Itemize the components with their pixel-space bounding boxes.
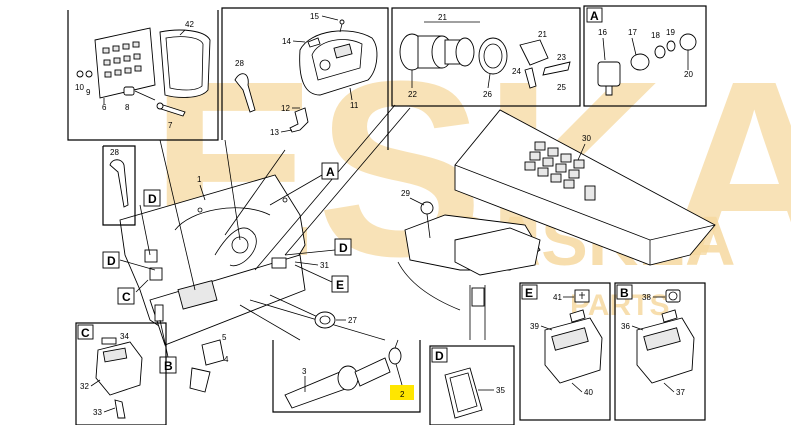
callout-27: 27 — [348, 316, 357, 325]
highlight-callout-2[interactable] — [390, 385, 414, 400]
callout-23: 23 — [557, 53, 566, 62]
callout-34: 34 — [120, 332, 129, 341]
ref-box-C — [117, 287, 135, 305]
detail-switch-panel: 42 6 10 9 8 7 — [67, 10, 219, 141]
callout-25: 25 — [557, 83, 566, 92]
callout-41: 41 — [553, 293, 562, 302]
joystick-seat: 29 — [397, 189, 541, 340]
callout-7: 7 — [168, 121, 173, 130]
box-label-A-detail: A — [590, 9, 599, 23]
box-label-E-ref: E — [336, 278, 344, 292]
box-label-D-detail: D — [435, 349, 444, 363]
ref-box-A — [321, 162, 339, 180]
detail-A-ignition: A 16 17 18 19 20 — [583, 5, 707, 107]
box-label-D-ref1: D — [148, 192, 157, 206]
callout-8: 8 — [125, 103, 130, 112]
callout-18: 18 — [651, 31, 660, 40]
callout-13: 13 — [270, 128, 279, 137]
box-label-E-detail: E — [525, 286, 533, 300]
callout-28a: 28 — [235, 59, 244, 68]
callout-20: 20 — [684, 70, 693, 79]
callout-12: 12 — [281, 104, 290, 113]
box-label-B-ref: B — [164, 359, 173, 373]
box-label-C-ref: C — [122, 290, 131, 304]
box-label-D-ref3: D — [339, 241, 348, 255]
callout-17: 17 — [628, 28, 637, 37]
callout-4: 4 — [224, 355, 229, 364]
detail-B-switch: B 38 36 37 — [614, 282, 706, 421]
parking-icon-38 — [665, 289, 681, 303]
callout-40: 40 — [584, 388, 593, 397]
right-console: 30 — [454, 109, 716, 266]
panel-references: D D C B A D E 1 31 28 27 5 4 — [102, 145, 357, 393]
leader-lines — [119, 104, 411, 358]
callout-38: 38 — [642, 293, 651, 302]
callout-26: 26 — [483, 90, 492, 99]
callout-5: 5 — [222, 333, 227, 342]
detail-lighter: 21 21 22 26 23 24 25 — [391, 7, 581, 107]
ref-box-D1 — [143, 189, 161, 207]
callout-37: 37 — [676, 388, 685, 397]
detail-E-switch: E 41 39 40 — [519, 282, 611, 421]
callout-1: 1 — [197, 175, 202, 184]
callout-3: 3 — [302, 367, 307, 376]
callout-2[interactable]: 2 — [400, 390, 405, 399]
callout-28b: 28 — [110, 148, 119, 157]
callout-39: 39 — [530, 322, 539, 331]
box-label-B-detail: B — [620, 286, 629, 300]
callout-33: 33 — [93, 408, 102, 417]
ref-box-D2 — [102, 251, 120, 269]
callout-22: 22 — [408, 90, 417, 99]
callout-42: 42 — [185, 20, 194, 29]
callout-30: 30 — [582, 134, 591, 143]
box-label-A-ref: A — [326, 165, 335, 179]
callout-9: 9 — [86, 88, 91, 97]
callout-6: 6 — [102, 103, 107, 112]
callout-10: 10 — [75, 83, 84, 92]
box-label-C-detail: C — [81, 326, 90, 340]
detail-instrument-cluster: 15 14 28 12 13 11 — [221, 7, 389, 150]
detail-C-rocker: C 34 32 33 — [75, 322, 167, 425]
callout-35: 35 — [496, 386, 505, 395]
ref-box-B — [159, 356, 177, 374]
callout-24: 24 — [512, 67, 521, 76]
callout-36: 36 — [621, 322, 630, 331]
box-label-frame-A — [586, 7, 603, 23]
box-label-D-ref2: D — [107, 254, 116, 268]
ref-box-E — [331, 275, 349, 293]
callout-21b: 21 — [538, 30, 547, 39]
callout-11: 11 — [350, 101, 359, 110]
callout-16: 16 — [598, 28, 607, 37]
callout-21a: 21 — [438, 13, 447, 22]
callout-14: 14 — [282, 37, 291, 46]
dashboard-panel — [119, 174, 306, 346]
callout-31: 31 — [320, 261, 329, 270]
callout-32: 32 — [80, 382, 89, 391]
callout-29: 29 — [401, 189, 410, 198]
ref-box-D3 — [334, 238, 352, 256]
callout-19: 19 — [666, 28, 675, 37]
detail-column-switch: 3 2 — [272, 339, 421, 413]
callout-15: 15 — [310, 12, 319, 21]
detail-D-display: D 35 — [429, 345, 515, 425]
